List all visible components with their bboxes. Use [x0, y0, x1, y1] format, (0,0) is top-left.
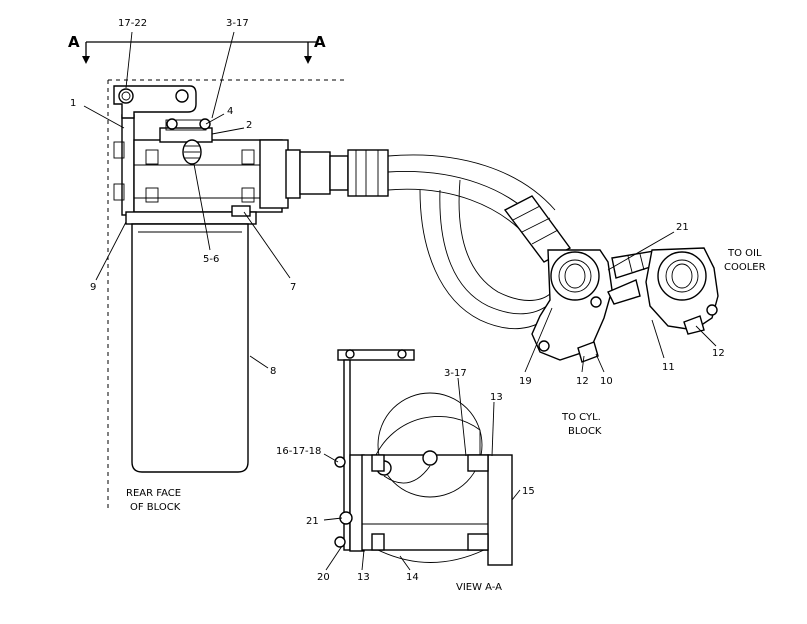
section-marker-right: A — [314, 33, 326, 51]
note-view-aa: VIEW A-A — [456, 582, 502, 593]
callout-17-22: 17-22 — [118, 18, 147, 29]
adapter-assembly — [531, 247, 719, 363]
callouts: 17-22 3-17 1 4 2 5-6 7 9 8 21 19 12 10 1… — [70, 18, 725, 583]
callout-11: 11 — [662, 362, 675, 373]
note-rear-face-line2: OF BLOCK — [130, 502, 181, 513]
callout-4: 4 — [227, 106, 233, 117]
filter-base-assembly — [113, 85, 301, 473]
callout-15: 15 — [522, 486, 535, 497]
callout-7: 7 — [290, 282, 296, 293]
callout-20: 20 — [317, 572, 330, 583]
note-to-oil-cooler-line2: COOLER — [724, 262, 766, 273]
note-rear-face-line1: REAR FACE — [126, 488, 181, 499]
callout-21-right: 21 — [676, 222, 689, 233]
section-line-aa: A A — [68, 33, 326, 64]
hose-assembly — [299, 149, 572, 330]
callout-13-bottom: 13 — [357, 572, 370, 583]
notes: TO OIL COOLER TO CYL. BLOCK REAR FACE OF… — [126, 248, 766, 593]
callout-1: 1 — [70, 98, 76, 109]
callout-3-17-top: 3-17 — [226, 18, 249, 29]
view-aa-assembly — [334, 349, 513, 566]
callout-19: 19 — [519, 376, 532, 387]
callout-14: 14 — [406, 572, 419, 583]
callout-12-mid: 12 — [576, 376, 589, 387]
note-to-cyl-block-line2: BLOCK — [568, 426, 602, 437]
leader-lines — [83, 31, 717, 571]
rear-face-line — [107, 79, 345, 512]
callout-2: 2 — [246, 120, 252, 131]
note-to-oil-cooler-line1: TO OIL — [727, 248, 762, 259]
callout-12-right: 12 — [712, 348, 725, 359]
callout-8: 8 — [270, 366, 276, 377]
callout-5-6: 5-6 — [203, 254, 219, 265]
callout-3-17-view: 3-17 — [444, 368, 467, 379]
callout-21-view: 21 — [306, 516, 319, 527]
callout-10: 10 — [600, 376, 613, 387]
callout-9: 9 — [90, 282, 96, 293]
callout-16-17-18: 16-17-18 — [276, 446, 321, 457]
callout-13-top: 13 — [490, 392, 503, 403]
note-to-cyl-block-line1: TO CYL. — [561, 412, 601, 423]
section-marker-left: A — [68, 33, 80, 51]
